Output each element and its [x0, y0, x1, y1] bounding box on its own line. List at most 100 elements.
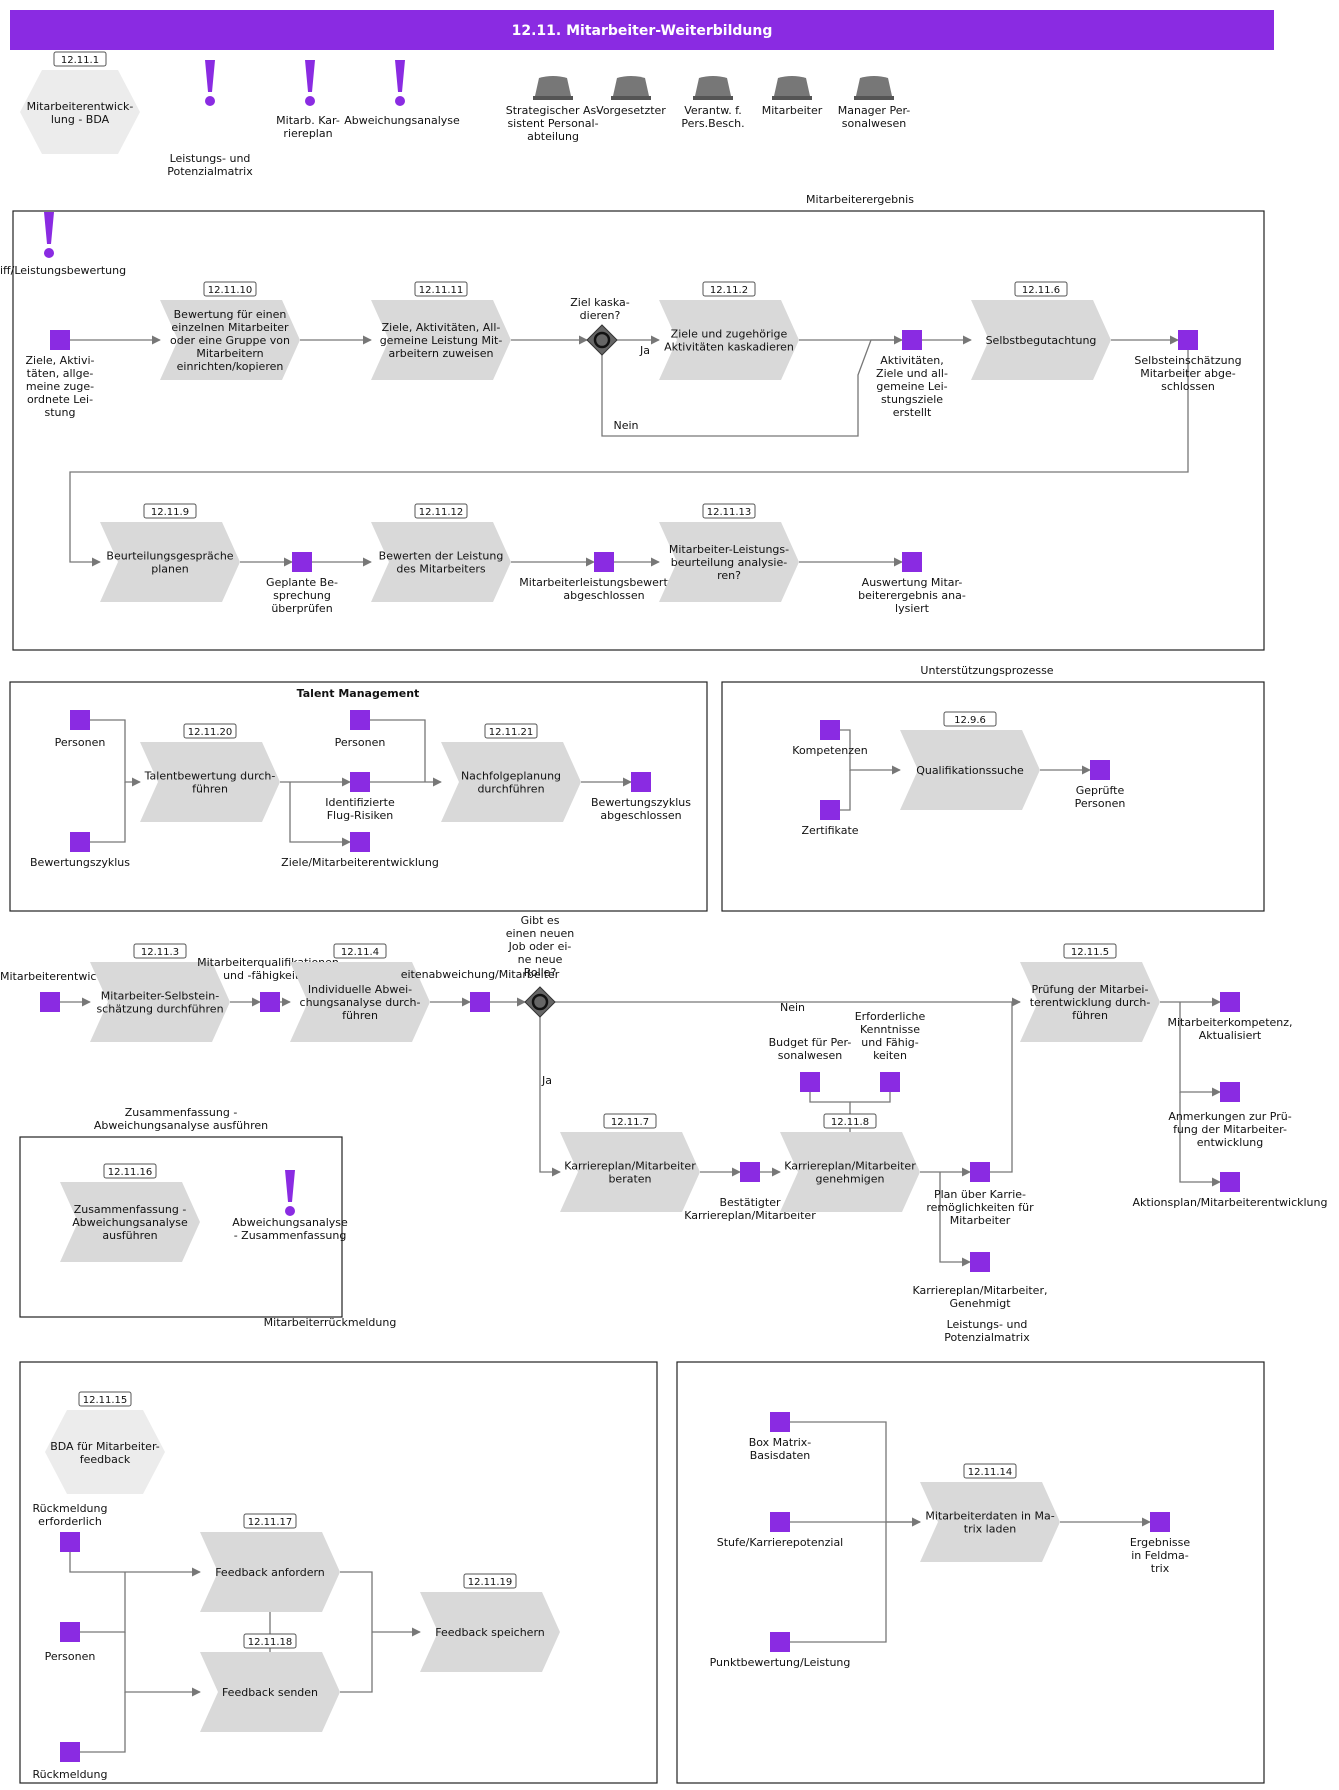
event-karriereplan-genehmigt[interactable]	[970, 1252, 990, 1272]
function-karriereplan-beraten-id: 12.11.7	[603, 1113, 657, 1129]
svg-text:12.11.3: 12.11.3	[141, 947, 179, 958]
function-ziele-zuweisen-id: 12.11.11	[414, 281, 468, 297]
gateway-ziel-kaskadieren[interactable]	[586, 324, 618, 356]
event-personen-feedback[interactable]	[60, 1622, 80, 1642]
svg-text:12.11.7: 12.11.7	[611, 1117, 649, 1128]
function-karriereplan-beraten[interactable]	[560, 1132, 700, 1212]
lane-zusammenfassung	[19, 1136, 343, 1318]
event-rueckmeldung[interactable]	[60, 1742, 80, 1762]
function-ziele-zuweisen[interactable]	[371, 300, 511, 380]
event-personen-1[interactable]	[70, 710, 90, 730]
document-icon-abweichung-dot	[395, 96, 405, 106]
function-bewerten-leistung[interactable]	[371, 522, 511, 602]
document-label-zusammenfassung: Abweichungsanalyse- Zusammenfassung	[232, 1216, 348, 1242]
event-ergebnisse-feldmatrix[interactable]	[1150, 1512, 1170, 1532]
event-ziele-mitarbeiterentwicklung[interactable]	[350, 832, 370, 852]
event-mitarbeiterentwicklung[interactable]	[40, 992, 60, 1012]
function-abweichungsanalyse[interactable]	[290, 962, 430, 1042]
event-stufe[interactable]	[770, 1512, 790, 1532]
event-aktionsplan[interactable]	[1220, 1172, 1240, 1192]
event-kompetenz-aktualisiert[interactable]	[1220, 992, 1240, 1012]
event-ziele-erstellt[interactable]	[902, 330, 922, 350]
function-talentbewertung-label: Talentbewertung durch-führen	[144, 770, 276, 796]
svg-text:12.11.2: 12.11.2	[710, 285, 748, 296]
connector	[539, 1017, 561, 1177]
event-mitarbeiterergebnis-label: Auswertung Mitar-beiterergebnis ana-lysi…	[858, 576, 966, 615]
function-karriereplan-genehmigen[interactable]	[780, 1132, 920, 1212]
function-matrix-laden-label: Mitarbeiterdaten in Ma-trix laden	[925, 1510, 1054, 1536]
event-karriereplan[interactable]	[970, 1162, 990, 1182]
lane-feedback	[19, 1361, 658, 1784]
event-bewertungszyklus-abgeschlossen[interactable]	[631, 772, 651, 792]
label-nein: Nein	[613, 419, 638, 432]
connector	[370, 719, 426, 782]
function-selbsteinschaetzung[interactable]	[90, 962, 230, 1042]
function-ziele-kaskadieren[interactable]	[659, 300, 799, 380]
function-karriereplan-genehmigen-id: 12.11.8	[823, 1113, 877, 1129]
event-punktbewertung[interactable]	[770, 1632, 790, 1652]
event-rueckmeldung-erforderlich[interactable]	[60, 1532, 80, 1552]
function-leistungsbeurteilung-analysieren[interactable]	[659, 522, 799, 602]
function-matrix-laden[interactable]	[920, 1482, 1060, 1562]
function-feedback-senden-label: Feedback senden	[222, 1686, 318, 1699]
connector	[69, 1552, 201, 1577]
function-nachfolgeplanung[interactable]	[441, 742, 581, 822]
function-zusammenfassung[interactable]	[60, 1182, 200, 1262]
connector	[90, 782, 126, 843]
role-icon-3	[774, 76, 810, 96]
gateway-ziel-kaskadieren-marker	[593, 331, 611, 349]
event-kenntnisse[interactable]	[880, 1072, 900, 1092]
event-personen-2[interactable]	[350, 710, 370, 730]
event-personen-2-label: Personen	[335, 736, 386, 749]
event-abweichung[interactable]	[470, 992, 490, 1012]
event-bewertungszyklus[interactable]	[70, 832, 90, 852]
event-bestaetigter-karriereplan[interactable]	[740, 1162, 760, 1182]
event-start-ziele[interactable]	[50, 330, 70, 350]
event-gepruefte-personen[interactable]	[1090, 760, 1110, 780]
connectors	[60, 335, 1221, 1753]
event-start-ziele-label: Ziele, Aktivi-täten, allge-meine zuge-or…	[26, 354, 95, 419]
bda-feedback[interactable]	[45, 1410, 165, 1494]
label-ja-2: Ja	[541, 1074, 552, 1087]
svg-text:12.11.12: 12.11.12	[419, 507, 464, 518]
function-feedback-speichern[interactable]	[420, 1592, 560, 1672]
event-kompetenzen[interactable]	[820, 720, 840, 740]
event-geplante-besprechung[interactable]	[292, 552, 312, 572]
svg-text:12.11.4: 12.11.4	[341, 947, 379, 958]
event-anmerkungen[interactable]	[1220, 1082, 1240, 1102]
event-qualifikationen[interactable]	[260, 992, 280, 1012]
connector	[69, 350, 1189, 567]
function-feedback-senden[interactable]	[200, 1652, 340, 1732]
summary-caption: Zusammenfassung -Abweichungsanalyse ausf…	[94, 1106, 268, 1132]
document-icon-matrix	[205, 60, 215, 92]
event-flug-risiken[interactable]	[350, 772, 370, 792]
role-icon-0	[535, 76, 571, 96]
function-feedback-anfordern[interactable]	[200, 1532, 340, 1612]
function-pruefung-entwicklung[interactable]	[1020, 962, 1160, 1042]
gateway-neuer-job[interactable]	[524, 986, 556, 1018]
connector	[1179, 1092, 1221, 1187]
connector	[80, 1692, 126, 1753]
event-ziele-mitarbeiterentwicklung-label: Ziele/Mitarbeiterentwicklung	[281, 856, 439, 869]
event-budget[interactable]	[800, 1072, 820, 1092]
event-anmerkungen-label: Anmerkungen zur Prü-fung der Mitarbeiter…	[1168, 1110, 1291, 1149]
bda-mitarbeiterentwicklung[interactable]	[20, 70, 140, 154]
event-zertifikate[interactable]	[820, 800, 840, 820]
connector	[939, 1172, 971, 1267]
function-qualifikationssuche[interactable]	[900, 730, 1040, 810]
event-mitarbeiterergebnis[interactable]	[902, 552, 922, 572]
function-bewertung-einrichten[interactable]	[160, 300, 300, 380]
event-leistungsbewertung-abgeschlossen[interactable]	[594, 552, 614, 572]
header-bar	[10, 10, 1274, 50]
function-selbstbegutachtung[interactable]	[971, 300, 1111, 380]
connector	[289, 782, 351, 847]
document-icon-matrix-dot	[205, 96, 215, 106]
event-box-matrix[interactable]	[770, 1412, 790, 1432]
function-talentbewertung[interactable]	[140, 742, 280, 822]
connector	[80, 1572, 126, 1633]
function-feedback-anfordern-id: 12.11.17	[243, 1513, 297, 1529]
function-beurteilungsgespraeche[interactable]	[100, 522, 240, 602]
event-selbsteinschaetzung[interactable]	[1178, 330, 1198, 350]
